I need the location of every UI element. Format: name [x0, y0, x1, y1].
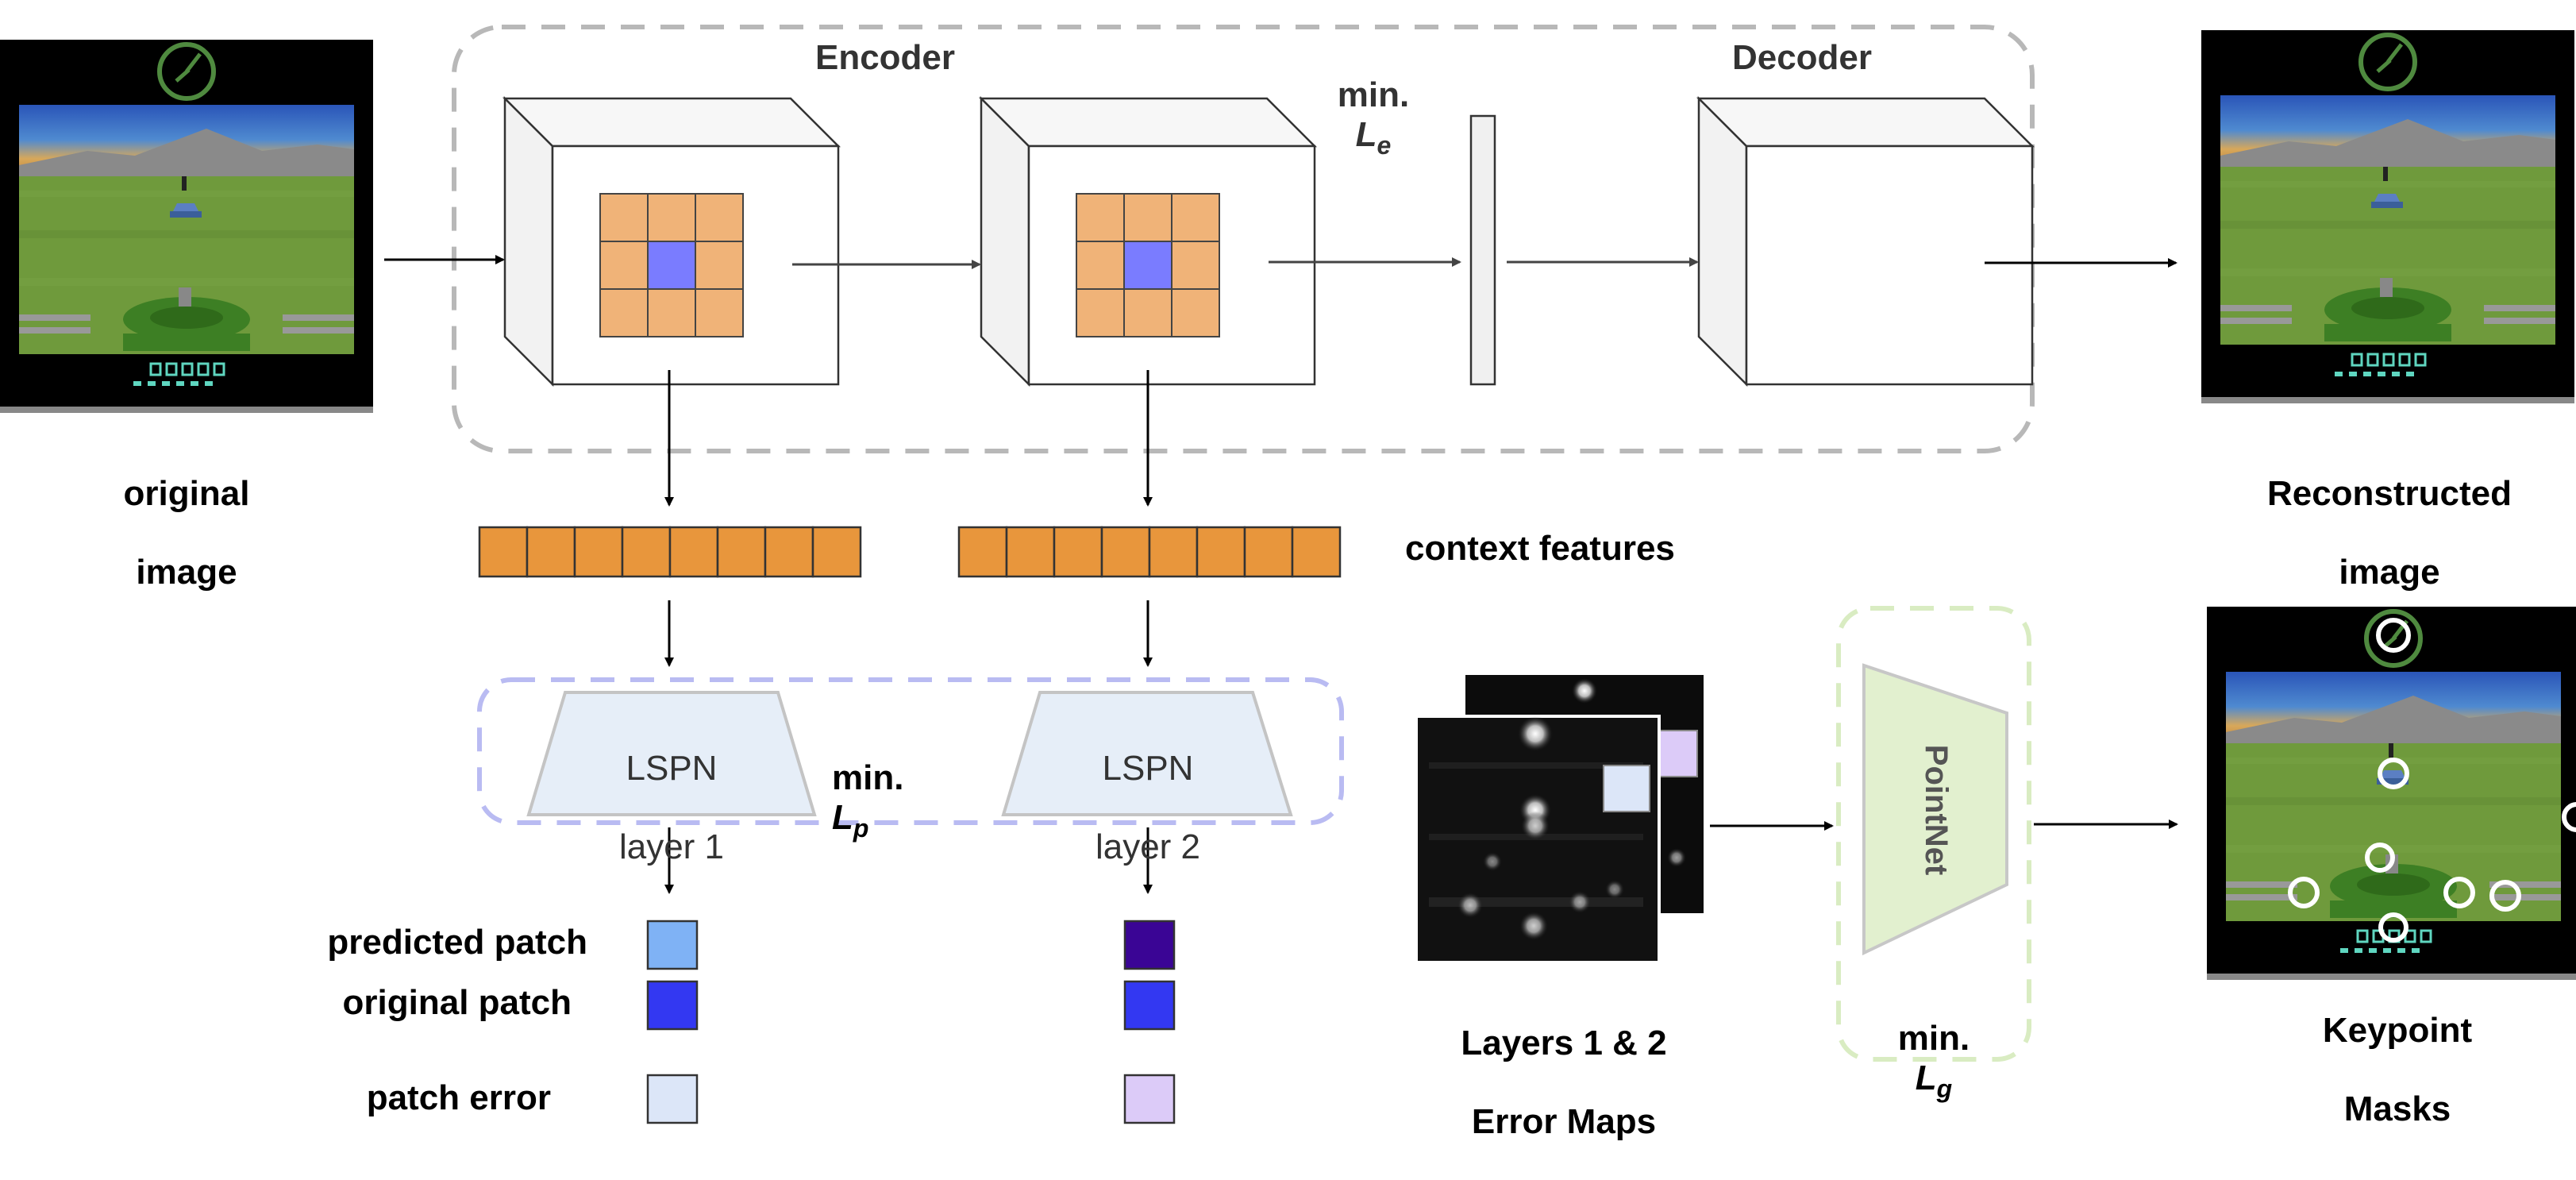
reconstructed-image-label-line1: Reconstructed [2266, 474, 2512, 514]
context-features-strip-1 [478, 526, 862, 578]
original-image-label: original image [71, 435, 302, 630]
patch-grid-1 [599, 193, 744, 337]
feature-cell [811, 526, 862, 578]
min-lg-prefix: min. [1897, 1019, 1970, 1059]
original-image-label-line1: original [123, 474, 250, 514]
min-le-prefix: min. [1337, 75, 1410, 115]
predicted-patch-label: predicted patch [327, 923, 587, 962]
patch-grid-2 [1076, 193, 1220, 337]
encoder-title: Encoder [814, 38, 956, 77]
lspn-layer-1-label-line1: LSPN [626, 749, 718, 789]
lspn-layer-2-label: LSPN layer 2 [1061, 710, 1235, 905]
feature-cell [1100, 526, 1151, 578]
original-patch-1 [646, 980, 699, 1031]
feature-cell [668, 526, 719, 578]
context-features-strip-2 [957, 526, 1342, 578]
min-lg-label: min. Lg [1839, 980, 2029, 1103]
predicted-patch-2 [1123, 920, 1176, 970]
patch-error-2 [1123, 1074, 1176, 1124]
bottleneck-bar [1469, 114, 1496, 386]
decoder-title: Decoder [1731, 38, 1873, 77]
lspn-layer-2-block [1001, 691, 1293, 816]
error-maps-label-line2: Error Maps [1471, 1101, 1657, 1141]
min-lp-label: min. Lp [832, 719, 1007, 843]
original-image-frame [0, 40, 373, 413]
keypoint-masks-frame [2207, 607, 2576, 980]
feature-cell [573, 526, 624, 578]
grid-cell [695, 288, 744, 337]
error-map-layer-1 [1415, 715, 1661, 964]
feature-cell [764, 526, 814, 578]
lspn-layer-1-block [526, 691, 817, 816]
lspn-region [477, 677, 1344, 825]
grid-cell [1171, 288, 1220, 337]
patch-error-label: patch error [366, 1078, 551, 1117]
context-features-label: context features [1405, 529, 1675, 568]
grid-cell [599, 288, 649, 337]
pointnet-label: PointNet [1919, 745, 1954, 875]
reconstructed-image-label: Reconstructed image [2191, 435, 2576, 630]
feature-cell [1053, 526, 1103, 578]
feature-cell [1148, 526, 1199, 578]
pointnet-block [1862, 663, 2008, 956]
feature-cell [957, 526, 1008, 578]
feature-cell [1005, 526, 1056, 578]
grid-cell [599, 193, 649, 242]
lspn-layer-2-label-line2: layer 2 [1095, 827, 1201, 866]
lg-symbol: L [1915, 1058, 1937, 1097]
original-patch-label: original patch [342, 983, 572, 1022]
grid-cell [1076, 288, 1125, 337]
lg-subscript: g [1936, 1074, 1953, 1103]
grid-cell [1171, 193, 1220, 242]
lp-subscript: p [853, 813, 869, 843]
lspn-layer-1-label: LSPN layer 1 [584, 710, 759, 905]
keypoint-masks-label: Keypoint Masks [2247, 972, 2548, 1167]
lspn-layer-2-label-line1: LSPN [1102, 749, 1194, 789]
le-subscript: e [1377, 130, 1392, 160]
feature-cell [478, 526, 529, 578]
grid-cell [1076, 241, 1125, 290]
grid-cell [1123, 288, 1172, 337]
reconstructed-image-frame [2201, 30, 2574, 403]
error-maps-label-line1: Layers 1 & 2 [1461, 1024, 1667, 1063]
min-lp-prefix: min. [832, 758, 904, 798]
grid-cell [1076, 193, 1125, 242]
grid-cell [647, 288, 696, 337]
grid-cell [647, 193, 696, 242]
min-le-label: min. Le [1270, 37, 1477, 160]
grid-cell [1171, 241, 1220, 290]
grid-center-patch [1123, 241, 1172, 290]
keypoint-masks-label-line2: Masks [2343, 1089, 2451, 1128]
diagram-canvas: PointNet [0, 25, 2576, 1124]
feature-cell [526, 526, 576, 578]
grid-cell [695, 241, 744, 290]
feature-cell [1291, 526, 1342, 578]
predicted-patch-1 [646, 920, 699, 970]
keypoint-masks-label-line1: Keypoint [2322, 1011, 2473, 1051]
grid-cell [599, 241, 649, 290]
grid-cell [1123, 193, 1172, 242]
lspn-layer-1-label-line2: layer 1 [618, 827, 725, 866]
grid-center-patch [647, 241, 696, 290]
le-symbol: L [1355, 114, 1377, 154]
feature-cell [716, 526, 767, 578]
original-patch-2 [1123, 980, 1176, 1031]
feature-cell [1243, 526, 1294, 578]
lp-symbol: L [832, 797, 853, 837]
decoder-cube [1697, 97, 2034, 386]
error-maps-label: Layers 1 & 2 Error Maps [1413, 985, 1715, 1180]
patch-error-1 [646, 1074, 699, 1124]
pointnet-region [1836, 606, 2031, 1062]
feature-cell [1196, 526, 1246, 578]
original-image-label-line2: image [136, 552, 237, 592]
reconstructed-image-label-line2: image [2339, 552, 2440, 592]
feature-cell [621, 526, 672, 578]
grid-cell [695, 193, 744, 242]
